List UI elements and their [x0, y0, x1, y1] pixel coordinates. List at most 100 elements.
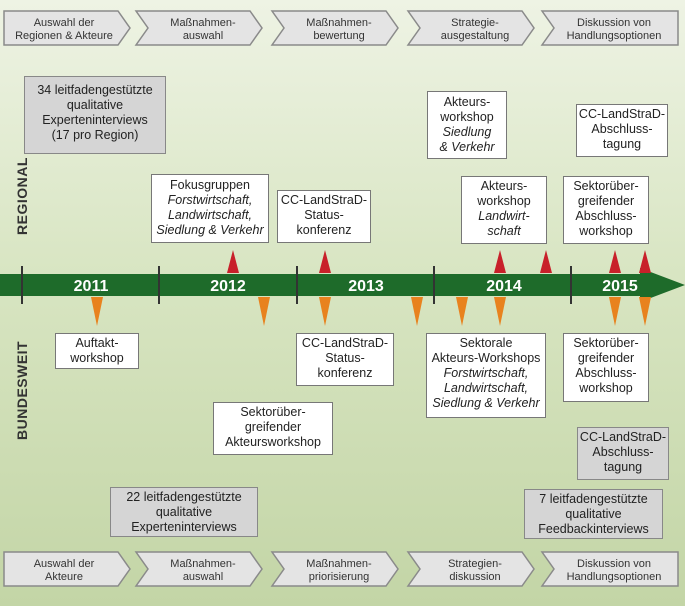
box-line: Experteninterviews — [131, 520, 237, 534]
top-phase-chevron-label: Regionen & Akteure — [15, 30, 113, 42]
box-line: Forstwirtschaft, — [443, 366, 529, 380]
box-line: CC-LandStraD- — [579, 430, 667, 444]
top-phase-chevron-label: Maßnahmen- — [170, 17, 236, 29]
box-line: workshop — [579, 224, 633, 238]
box-line: CC-LandStraD- — [578, 107, 666, 121]
bottom-phase-chevron — [540, 551, 679, 587]
national-status-conference: CC-LandStraD- Status- konferenz — [296, 333, 394, 386]
bottom-phase-chevron — [134, 551, 263, 587]
box-line: Siedlung — [442, 125, 492, 139]
top-phase-chevron-label: Handlungsoptionen — [567, 30, 662, 42]
regional-markers — [227, 250, 651, 273]
box-line: Status- — [325, 351, 365, 365]
bottom-phase-chevron-label: Handlungsoptionen — [567, 571, 662, 583]
box-line: (17 pro Region) — [51, 128, 139, 142]
top-phase-chevron-label: Strategie- — [451, 17, 499, 29]
national-background — [0, 275, 685, 606]
box-line: Abschluss- — [575, 366, 637, 380]
national-final-workshop: Sektorüber- greifender Abschluss- worksh… — [563, 333, 649, 402]
box-line: Siedlung & Verkehr — [432, 396, 540, 410]
box-line: Status- — [304, 208, 344, 222]
box-line: Experteninterviews — [42, 113, 148, 127]
box-line: CC-LandStraD- — [280, 193, 368, 207]
box-line: tagung — [602, 137, 642, 151]
bottom-phase-chevron — [406, 551, 535, 587]
regional-marker — [319, 250, 331, 273]
box-line: tagung — [603, 460, 643, 474]
top-phase-chevron-label: bewertung — [313, 30, 364, 42]
box-line: workshop — [70, 351, 124, 365]
year-2011: 2011 — [74, 278, 109, 295]
top-phase-chevron-label: ausgestaltung — [441, 30, 510, 42]
national-marker — [411, 297, 423, 326]
national-marker — [91, 297, 103, 326]
box-line: konferenz — [317, 366, 373, 380]
top-phase-chevron-label: Maßnahmen- — [306, 17, 372, 29]
bottom-phase-chevron-label: Diskussion von — [577, 558, 651, 570]
bottom-phase-chevron — [3, 551, 131, 587]
top-phase-chevron — [406, 10, 535, 46]
box-line: greifender — [577, 351, 635, 365]
national-marker — [639, 297, 651, 326]
regional-marker — [639, 250, 651, 273]
box-line: CC-LandStraD- — [301, 336, 389, 350]
bottom-phase-chevron-label: Maßnahmen- — [170, 558, 236, 570]
box-line: qualitative — [155, 505, 213, 519]
regional-workshop-landwirtschaft: Akteurs- workshop Landwirt- schaft — [461, 176, 547, 244]
box-line: Akteurs- — [480, 179, 528, 193]
box-line: qualitative — [565, 507, 622, 521]
top-phase-chevron-label: Auswahl der — [34, 17, 95, 29]
box-line: qualitative — [66, 98, 124, 112]
box-line: Sektorüber- — [573, 179, 639, 193]
box-line: 22 leitfadengestützte — [126, 490, 242, 504]
box-line: Abschluss- — [575, 209, 637, 223]
regional-focus-groups: Fokusgruppen Forstwirtschaft, Landwirtsc… — [151, 174, 269, 243]
year-2012: 2012 — [210, 278, 246, 295]
year-2014: 2014 — [486, 278, 522, 295]
regional-status-conference: CC-LandStraD- Status- konferenz — [277, 190, 371, 243]
national-final-conference: CC-LandStraD- Abschluss- tagung — [577, 427, 669, 480]
box-line: Forstwirtschaft, — [167, 193, 253, 207]
bottom-phase-chevron-label: Maßnahmen- — [306, 558, 372, 570]
top-phase-chevron — [3, 10, 131, 46]
national-sector-workshops: Sektorale Akteurs-Workshops Forstwirtsch… — [426, 333, 546, 418]
national-marker — [494, 297, 506, 326]
bottom-phase-chevrons: Auswahl derAkteureMaßnahmen-auswahlMaßna… — [3, 551, 679, 587]
box-line: Auftakt- — [75, 336, 119, 350]
regional-final-conference: CC-LandStraD- Abschluss- tagung — [576, 104, 668, 157]
national-marker — [258, 297, 270, 326]
regional-workshop-siedlung: Akteurs- workshop Siedlung & Verkehr — [427, 91, 507, 159]
side-label-regional: REGIONAL — [14, 157, 30, 235]
box-line: greifender — [244, 420, 302, 434]
box-line: Sektorüber- — [573, 336, 639, 350]
regional-marker — [609, 250, 621, 273]
box-line: 7 leitfadengestützte — [539, 492, 648, 506]
national-marker — [319, 297, 331, 326]
national-markers — [91, 297, 651, 326]
box-line: workshop — [477, 194, 531, 208]
top-phase-chevron — [540, 10, 679, 46]
bottom-phase-chevron-label: Akteure — [45, 571, 83, 583]
box-line: Fokusgruppen — [170, 178, 250, 192]
box-line: Abschluss- — [591, 122, 653, 136]
box-line: konferenz — [296, 223, 352, 237]
box-line: workshop — [440, 110, 494, 124]
box-line: schaft — [487, 224, 521, 238]
top-phase-chevron-label: Diskussion von — [577, 17, 651, 29]
box-line: Akteursworkshop — [225, 435, 321, 449]
bottom-phase-chevron-label: priorisierung — [309, 571, 370, 583]
top-phase-chevron — [134, 10, 263, 46]
box-line: Landwirt- — [478, 209, 530, 223]
national-kickoff-workshop: Auftakt- workshop — [55, 333, 139, 369]
year-2015: 2015 — [602, 278, 638, 295]
side-label-national: BUNDESWEIT — [14, 341, 30, 440]
top-phase-chevron — [270, 10, 399, 46]
national-marker — [456, 297, 468, 326]
bottom-phase-chevron-label: auswahl — [183, 571, 223, 583]
regional-marker — [494, 250, 506, 273]
box-line: workshop — [579, 381, 633, 395]
box-line: Feedbackinterviews — [538, 522, 649, 536]
box-line: Abschluss- — [592, 445, 654, 459]
